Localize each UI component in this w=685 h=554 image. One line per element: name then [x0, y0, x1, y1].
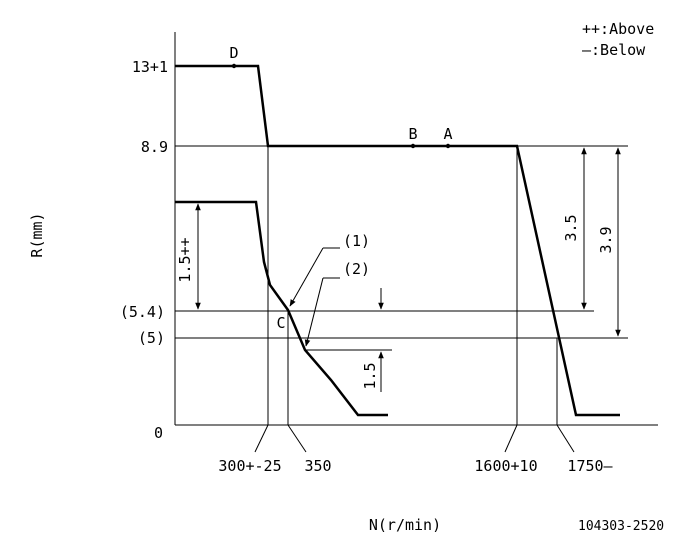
callout-1-leader: [289, 247, 324, 307]
callout-2-leader: [304, 277, 324, 347]
y-tick-5: (5): [138, 329, 165, 347]
y-tick-13: 13+1: [132, 58, 168, 76]
dim-1.5pp-label: 1.5++: [176, 237, 194, 282]
upper-curve: [175, 64, 620, 417]
leader-350: [287, 424, 307, 453]
legend-above: ++:Above: [582, 20, 654, 38]
x-tick-1750: 1750—: [567, 457, 613, 475]
x-tick-350: 350: [304, 457, 331, 475]
dim-3.5-label: 3.5: [562, 214, 580, 241]
leader-1600: [504, 424, 518, 453]
x-tick-300: 300+-25: [218, 457, 281, 475]
point-b-marker: [410, 143, 416, 149]
point-a-label: A: [443, 125, 452, 143]
y-tick-8.9: 8.9: [141, 138, 168, 156]
leader-300: [254, 424, 269, 453]
callout-1-label: (1): [343, 232, 370, 250]
point-b-label: B: [408, 125, 417, 143]
drawing-number: 104303-2520: [578, 519, 664, 534]
dim-3.9-label: 3.9: [597, 226, 615, 253]
point-d-marker: [231, 63, 237, 69]
y-axis-label: R(mm): [28, 212, 46, 257]
x-axis-label: N(r/min): [369, 516, 441, 534]
leader-1750: [556, 424, 575, 453]
dim-1.5-label: 1.5: [361, 362, 379, 389]
point-d-label: D: [229, 44, 238, 62]
y-tick-5.4: (5.4): [120, 303, 165, 321]
point-c-label: C: [276, 314, 285, 332]
point-a-marker: [445, 143, 451, 149]
x-tick-1600: 1600+10: [474, 457, 537, 475]
callout-2-label: (2): [343, 260, 370, 278]
y-tick-0: 0: [154, 424, 163, 442]
legend-below: —:Below: [582, 41, 646, 59]
